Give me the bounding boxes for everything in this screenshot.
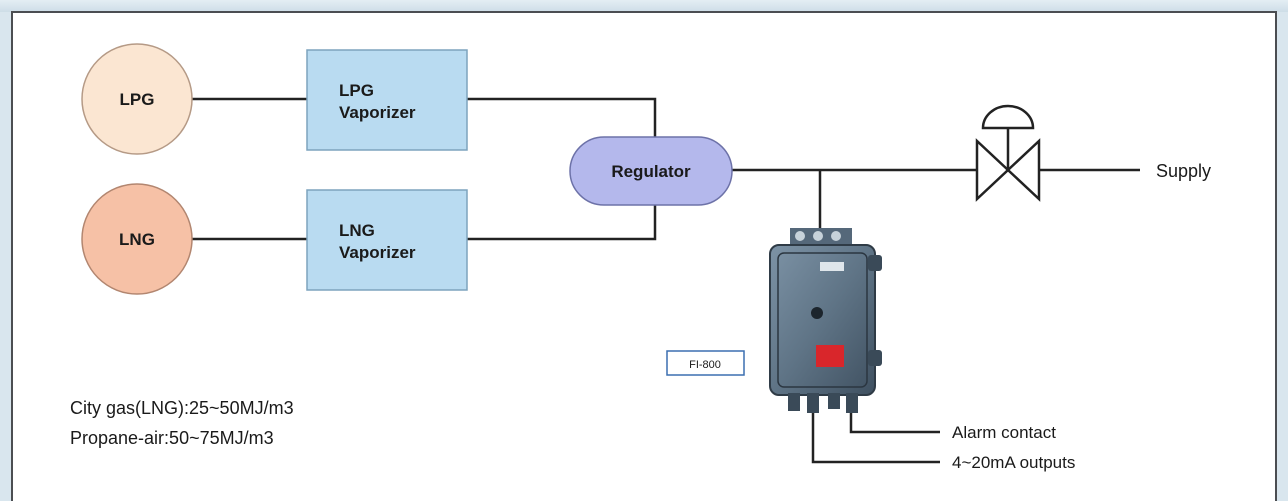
- lng-vaporizer-label-line1: LNG: [339, 221, 375, 240]
- lpg-vaporizer-to-regulator-line: [467, 97, 657, 137]
- lng-vaporizer-to-regulator-line: [467, 205, 657, 241]
- top-band: [0, 0, 1288, 12]
- regulator-pill: [569, 136, 733, 206]
- regulator-label: Regulator: [611, 162, 691, 181]
- device-body: [769, 244, 876, 396]
- analog-outputs-label: 4~20mA outputs: [952, 453, 1075, 472]
- device-indicator: [816, 345, 844, 367]
- lpg-source-circle: [81, 43, 193, 155]
- note-city-gas: City gas(LNG):25~50MJ/m3: [70, 398, 294, 418]
- device-nameplate: [820, 262, 844, 271]
- lpg-vaporizer-box: [306, 49, 468, 151]
- lng-source-label: LNG: [119, 230, 155, 249]
- control-valve-icon: [975, 104, 1041, 202]
- device-tag-box: [666, 350, 745, 376]
- pipe-lines: [192, 97, 1140, 464]
- fi-800-analyzer-device: [769, 228, 882, 413]
- lng-vaporizer-box: [306, 189, 468, 291]
- diagram-panel: [11, 11, 1277, 501]
- lng-vaporizer-label-line2: Vaporizer: [339, 243, 416, 262]
- supply-label: Supply: [1156, 161, 1211, 181]
- device-knob: [811, 307, 823, 319]
- device-tag-label: FI-800: [689, 359, 721, 371]
- lpg-vaporizer-label-line1: LPG: [339, 81, 374, 100]
- lng-source-circle: [81, 183, 193, 295]
- note-propane-air: Propane-air:50~75MJ/m3: [70, 428, 274, 448]
- alarm-contact-line: [849, 412, 940, 434]
- lpg-source-label: LPG: [120, 90, 155, 109]
- lpg-vaporizer-label-line2: Vaporizer: [339, 103, 416, 122]
- alarm-contact-label: Alarm contact: [952, 423, 1056, 442]
- analog-output-line: [811, 404, 940, 464]
